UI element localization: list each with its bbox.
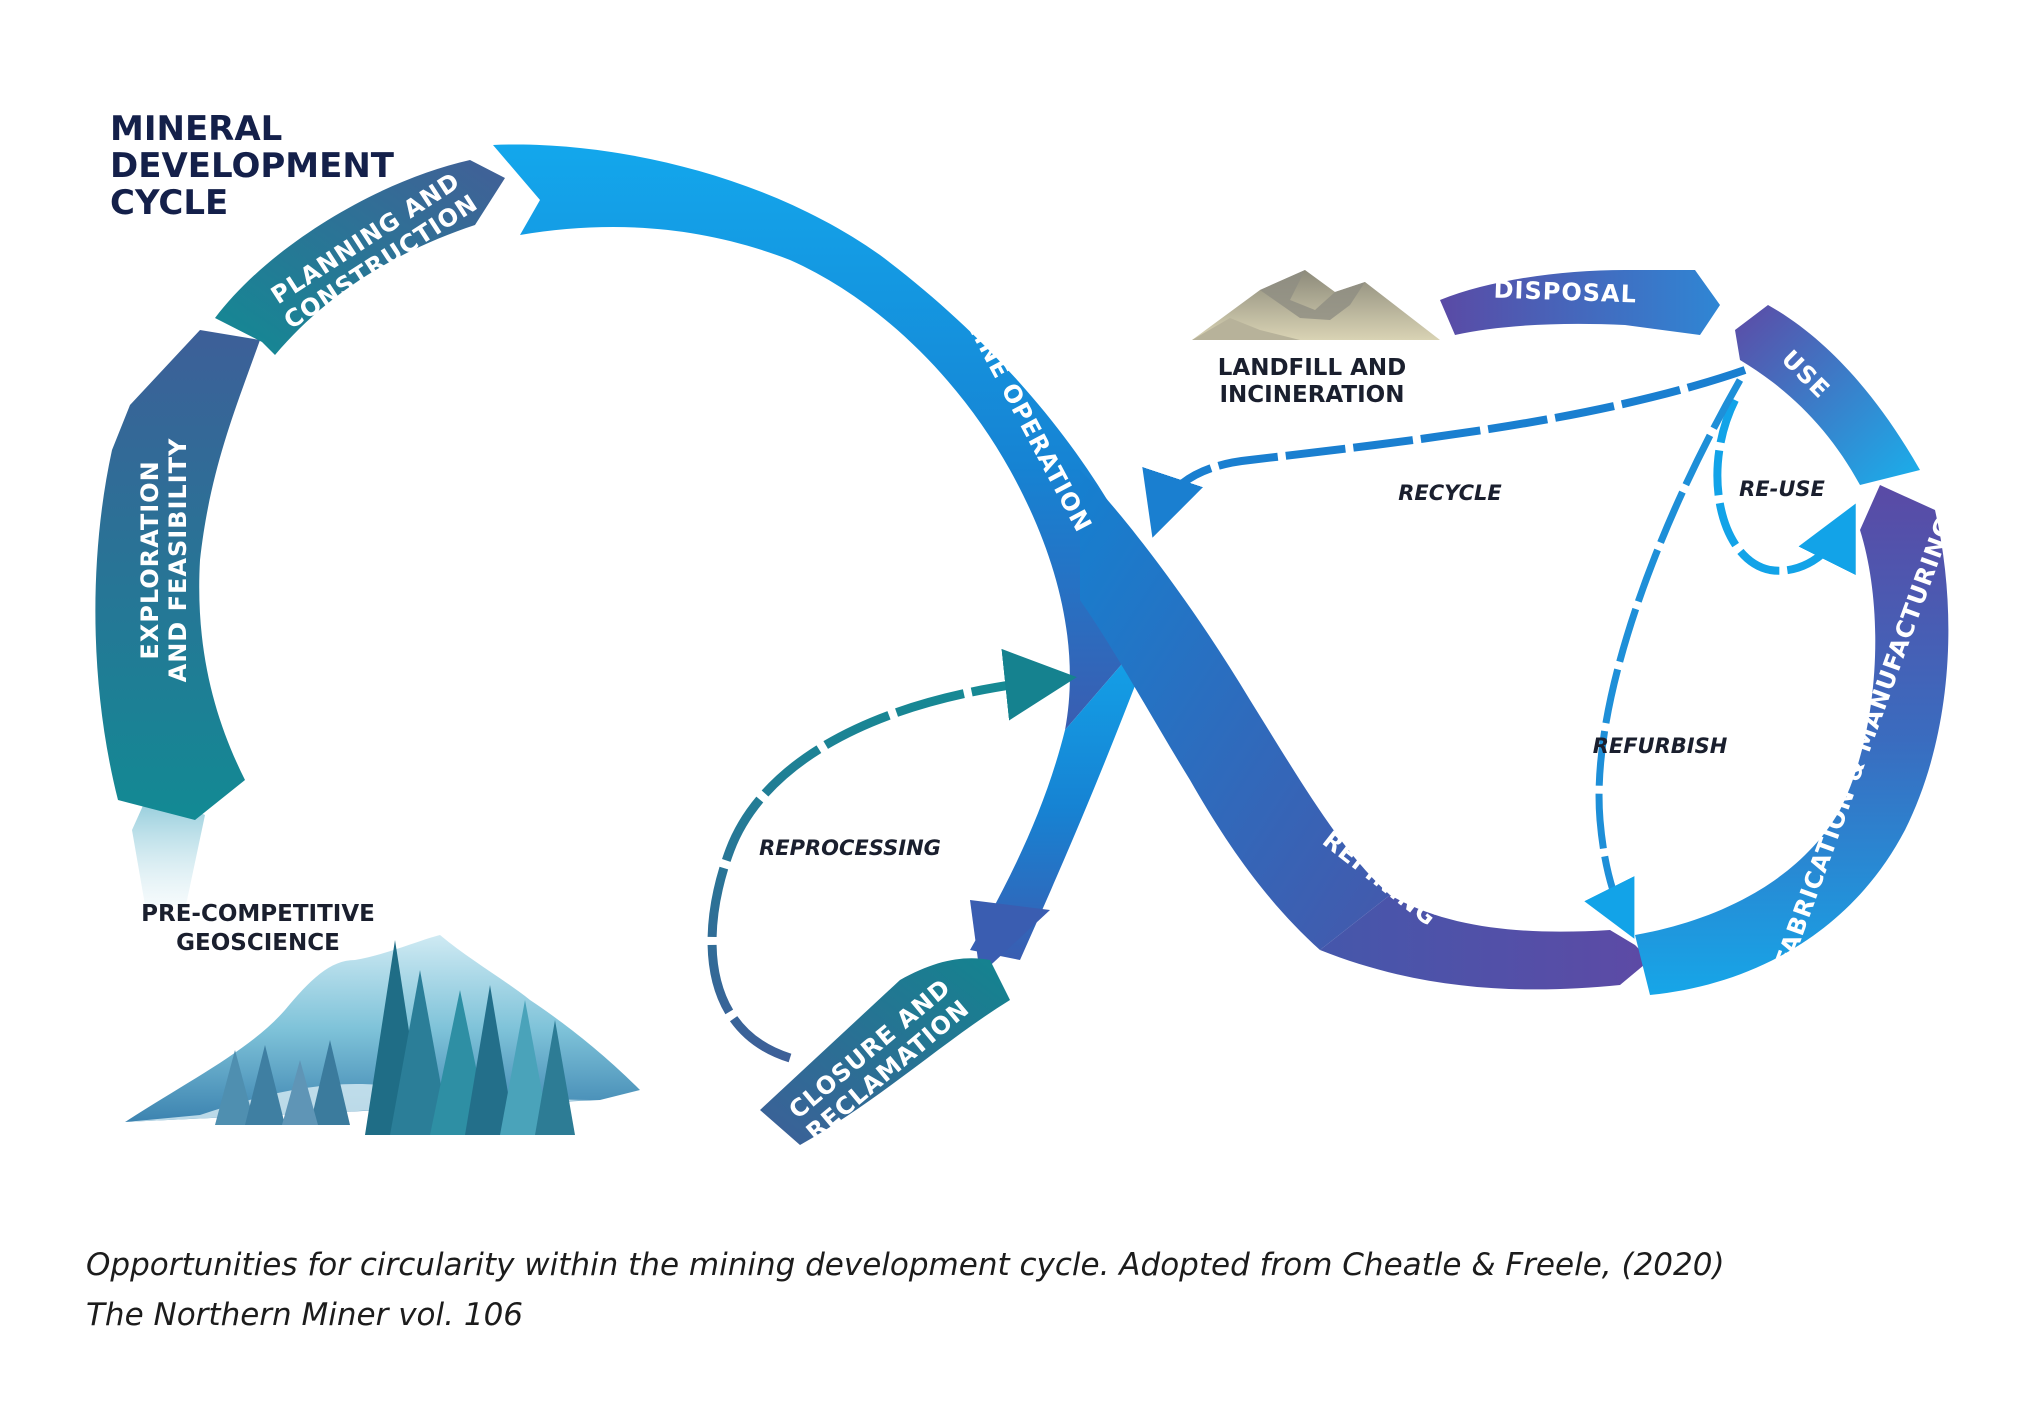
disposal-label: DISPOSAL	[1493, 276, 1637, 309]
refurbish-arrow-path	[1584, 378, 1744, 939]
mine-operation-arrowhead	[970, 900, 1050, 975]
reuse-label: RE-USE	[1739, 477, 1825, 501]
forest-mountain-illustration	[125, 935, 640, 1135]
pre-competitive-line-2: GEOSCIENCE	[176, 930, 340, 956]
exploration-arrow	[95, 330, 260, 820]
exploration-line-1: EXPLORATION	[136, 460, 164, 659]
pre-competitive-arrow	[132, 790, 205, 905]
diagram-title: MINERAL DEVELOPMENT CYCLE	[110, 109, 395, 223]
landfill-label: LANDFILL AND INCINERATION	[1218, 355, 1407, 408]
mine-operation-arc	[493, 144, 1160, 730]
pre-competitive-label: PRE-COMPETITIVE GEOSCIENCE	[141, 901, 375, 956]
planning-arrow	[215, 160, 505, 355]
caption-line-2: The Northern Miner vol. 106	[86, 1297, 524, 1333]
exploration-line-2: AND FEASIBILITY	[164, 438, 192, 683]
figure-caption: Opportunities for circularity within the…	[86, 1240, 1986, 1340]
cross-band	[1080, 470, 1390, 950]
reuse-arrow-path	[1713, 398, 1856, 576]
title-line-2: DEVELOPMENT	[110, 146, 395, 186]
refining-arrow	[1320, 895, 1650, 990]
caption-line-1: Opportunities for circularity within the…	[86, 1247, 1725, 1283]
reprocessing-loop	[707, 648, 1077, 1063]
recycle-arrow-path	[1142, 366, 1747, 538]
landfill-mountain-illustration	[1192, 270, 1440, 340]
title-line-1: MINERAL	[110, 109, 282, 149]
fabrication-arrow	[1635, 485, 1949, 995]
recycle-label: RECYCLE	[1398, 481, 1502, 505]
pre-competitive-line-1: PRE-COMPETITIVE	[141, 901, 375, 927]
use-arrow	[1735, 305, 1920, 485]
refurbish-label: REFURBISH	[1593, 734, 1728, 758]
closure-arrow	[760, 958, 1010, 1145]
exploration-label: EXPLORATION AND FEASIBILITY	[136, 438, 192, 683]
title-line-3: CYCLE	[110, 183, 228, 223]
closure-label: CLOSURE AND RECLAMATION	[783, 973, 974, 1146]
reprocessing-label: REPROCESSING	[759, 836, 941, 860]
landfill-line-2: INCINERATION	[1220, 382, 1405, 408]
landfill-line-1: LANDFILL AND	[1218, 355, 1407, 381]
mine-operation-descent	[970, 620, 1160, 960]
disposal-arrow	[1440, 270, 1720, 335]
